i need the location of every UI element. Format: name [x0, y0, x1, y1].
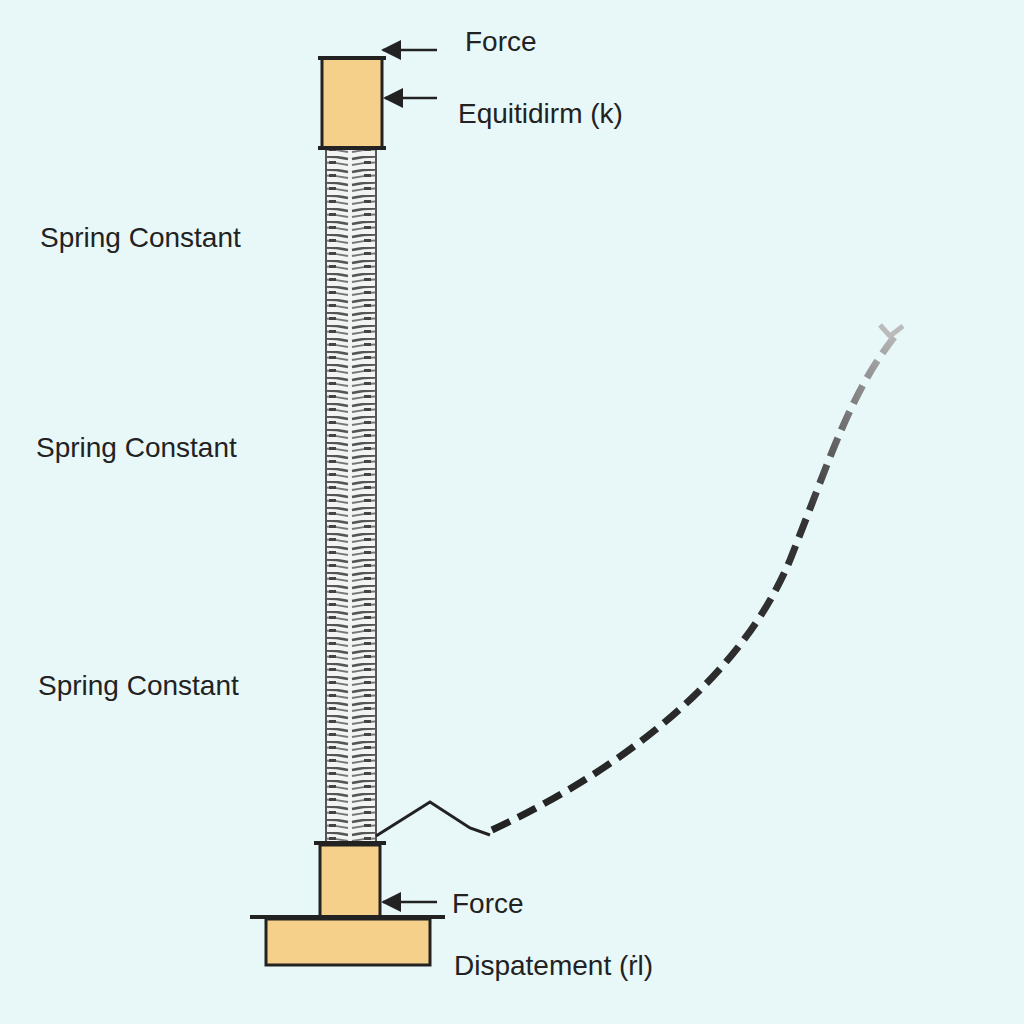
top-plate: [318, 146, 386, 150]
spring-constant-label: Spring Constant: [40, 222, 241, 254]
bottom-block: [320, 845, 380, 917]
force-label: Force: [465, 26, 537, 58]
displacement-label: Dispatement (ṙl): [454, 950, 653, 982]
pointer-arrow: [383, 49, 437, 52]
curve-tip: [880, 325, 903, 336]
force-label: Force: [452, 888, 524, 920]
displacement-kink: [376, 802, 490, 836]
base-block: [266, 919, 430, 965]
bottom-plate: [314, 841, 386, 845]
pointer-arrow: [385, 97, 437, 100]
spring-coil: [326, 148, 376, 843]
displacement-curve: [492, 330, 900, 830]
equilibrium-label: Equitidirm (k): [458, 98, 623, 130]
spring-constant-label: Spring Constant: [36, 432, 237, 464]
pointer-arrow: [383, 901, 437, 904]
top-block: [322, 58, 382, 148]
top-plate: [318, 56, 386, 60]
spring-constant-label: Spring Constant: [38, 670, 239, 702]
